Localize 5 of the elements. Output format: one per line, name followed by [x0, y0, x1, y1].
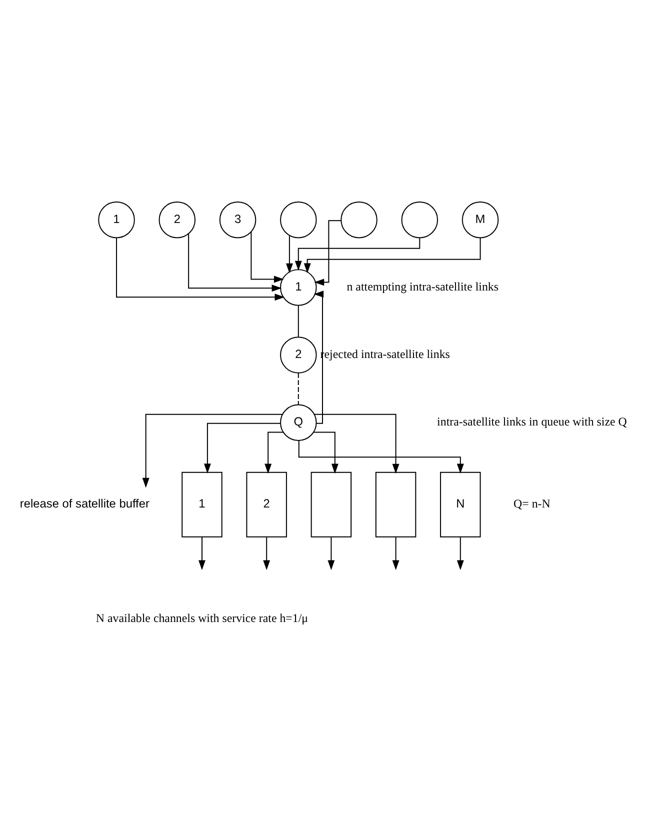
label: intra-satellite links in queue with size Q — [437, 414, 627, 429]
label: Q= n-N — [514, 496, 550, 511]
label: n attempting intra-satellite links — [346, 280, 499, 294]
node-text: release of satellite buffer — [20, 496, 150, 511]
label: N available channels with service rate h=1/μ — [96, 611, 308, 626]
